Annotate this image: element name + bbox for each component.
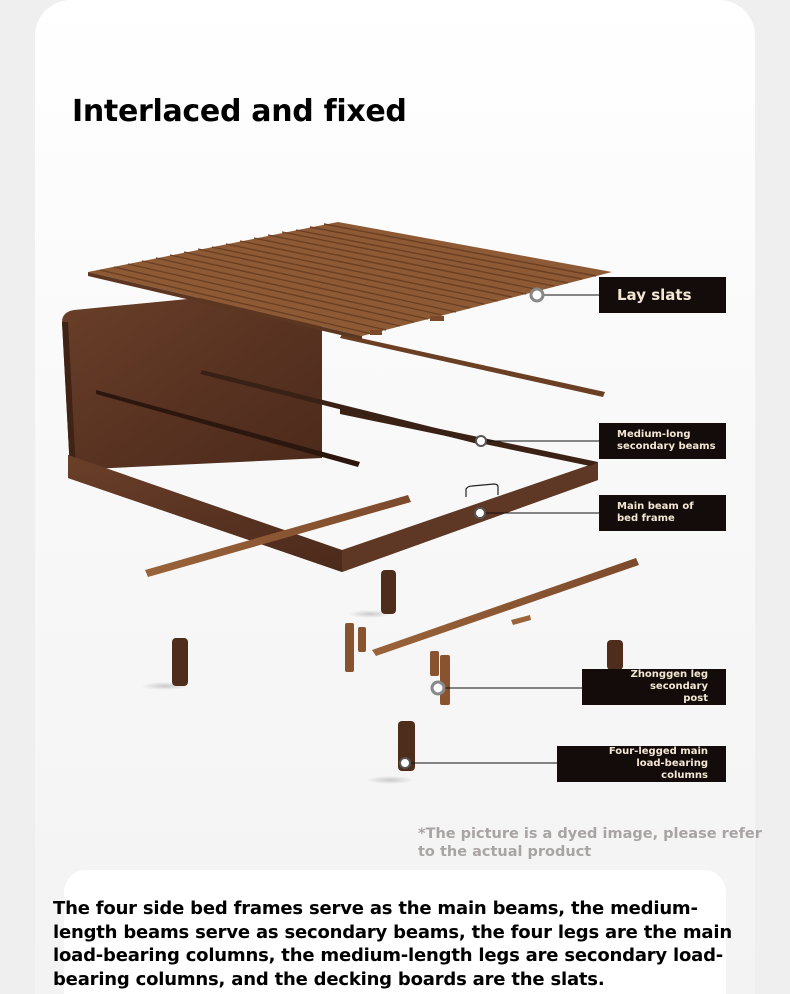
image-disclaimer: *The picture is a dyed image, please ref…: [418, 826, 762, 860]
callout-main-beam: Main beam of bed frame: [599, 495, 726, 531]
callout-text: Four-legged main load-bearing columns: [608, 746, 708, 781]
callout-leaders: [399, 287, 600, 769]
headboard: [62, 286, 322, 470]
structure-description: The four side bed frames serve as the ma…: [53, 898, 732, 990]
callout-text: Main beam of bed frame: [617, 501, 694, 524]
callout-text: Medium-long secondary beams: [617, 429, 716, 452]
page-title: Interlaced and fixed: [72, 94, 407, 129]
callout-text: Lay slats: [617, 286, 692, 304]
description-card: [64, 870, 726, 994]
secondary-beams: [96, 334, 639, 656]
slats: [88, 222, 612, 340]
callout-main-columns: Four-legged main load-bearing columns: [557, 746, 726, 782]
callout-lay-slats: Lay slats: [599, 277, 726, 313]
callout-text: Zhonggen leg secondary post: [630, 669, 708, 704]
callout-secondary-beams: Medium-long secondary beams: [599, 423, 726, 459]
callout-secondary-post: Zhonggen leg secondary post: [582, 669, 726, 705]
legs: [141, 570, 623, 784]
